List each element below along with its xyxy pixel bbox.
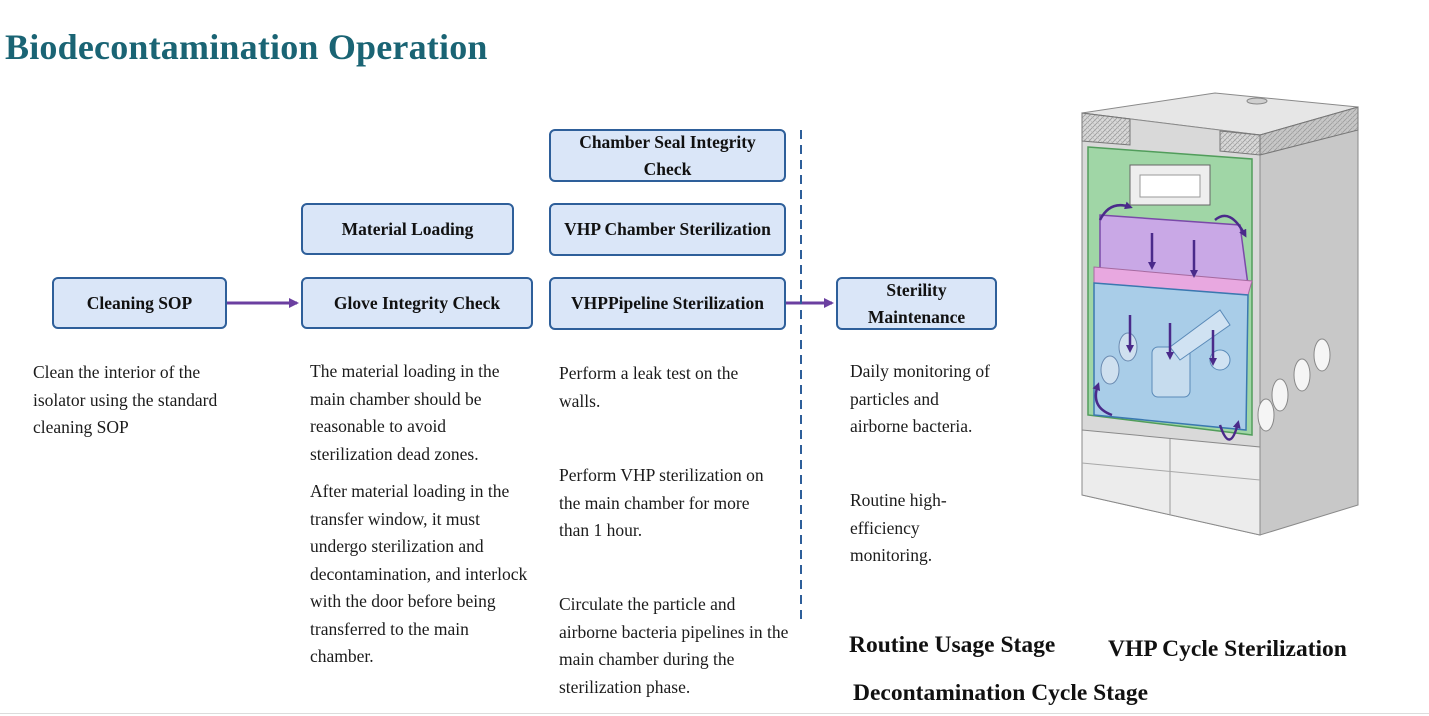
leak-test-description: Perform a leak test on the walls. <box>559 363 739 411</box>
glove-integrity-check-box: Glove Integrity Check <box>301 277 533 329</box>
transfer-window-description: After material loading in the transfer w… <box>310 481 528 666</box>
material-loading-box: Material Loading <box>301 203 514 255</box>
sterility-maintenance-box: Sterility Maintenance <box>836 277 997 330</box>
isolator-illustration <box>1081 92 1359 536</box>
decontamination-cycle-stage-label: Decontamination Cycle Stage <box>853 680 1149 706</box>
vhp-chamber-sterilization-box: VHP Chamber Sterilization <box>549 203 786 256</box>
material-loading-description: The material loading in the main chamber… <box>310 361 500 464</box>
cleaning-sop-box: Cleaning SOP <box>52 277 227 329</box>
routine-usage-stage-label: Routine Usage Stage <box>849 632 1056 658</box>
vhp-sterilization-description: Perform VHP sterilization on the main ch… <box>559 465 764 540</box>
daily-monitoring-description: Daily monitoring of particles and airbor… <box>850 361 990 436</box>
vhp-cycle-sterilization-label: VHP Cycle Sterilization <box>1108 636 1347 662</box>
cleaning-description: Clean the interior of the isolator using… <box>33 362 218 437</box>
circulate-description: Circulate the particle and airborne bact… <box>559 594 789 697</box>
chamber-seal-integrity-check-box: Chamber Seal Integrity Check <box>549 129 786 182</box>
vhp-pipeline-sterilization-box: VHPPipeline Sterilization <box>549 277 786 330</box>
page-title: Biodecontamination Operation <box>5 27 488 67</box>
bottom-border <box>0 713 1429 714</box>
routine-monitoring-description: Routine high-efficiency monitoring. <box>850 490 947 565</box>
